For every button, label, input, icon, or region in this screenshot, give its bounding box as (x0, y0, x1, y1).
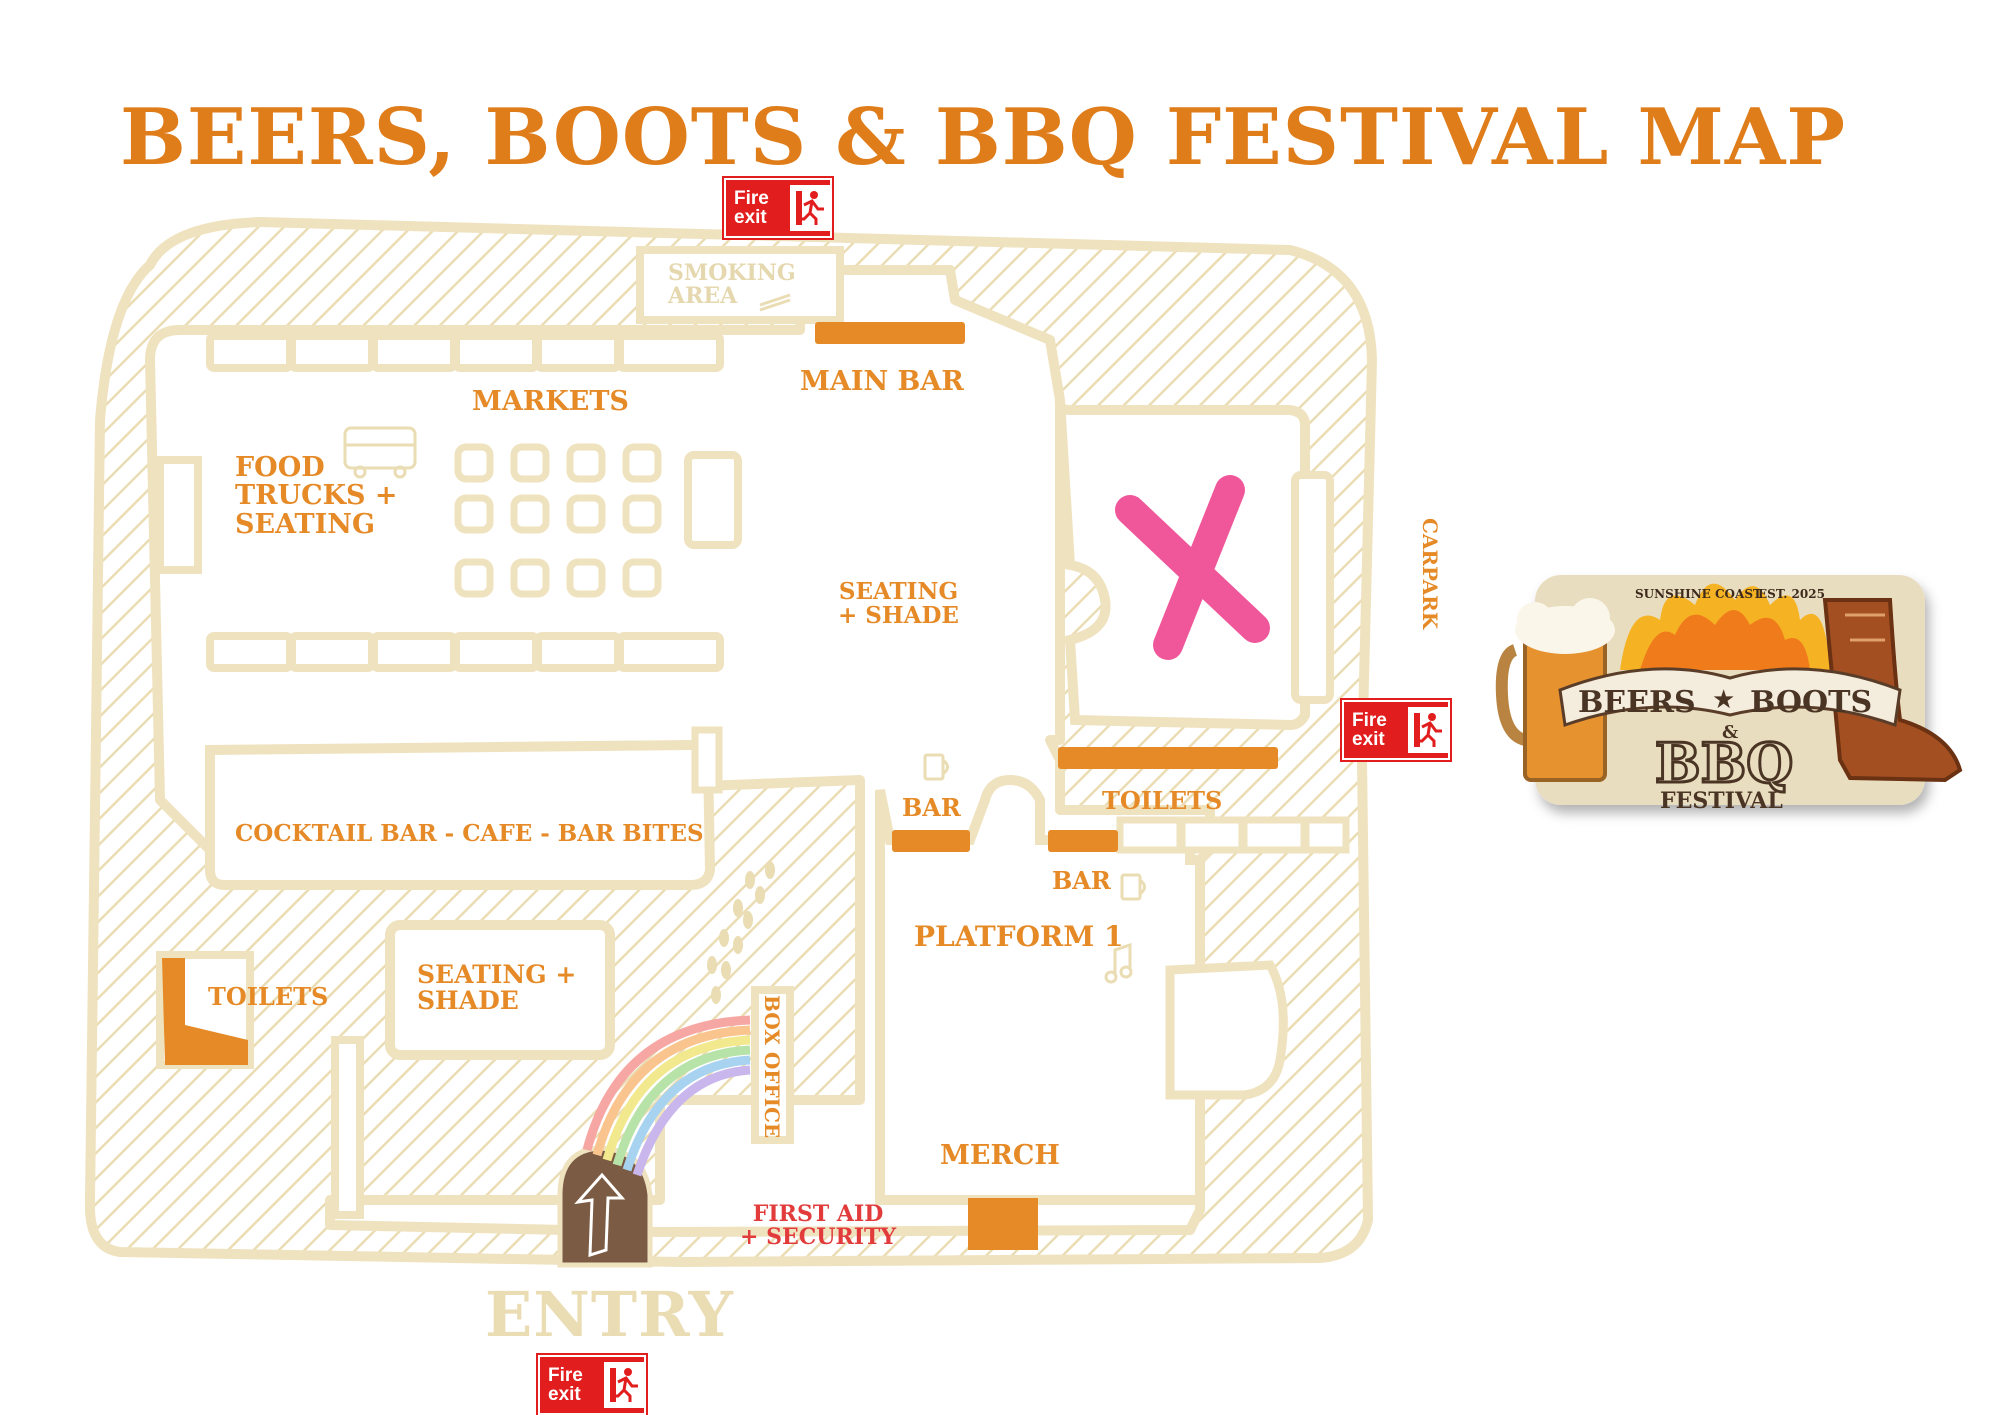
label-seating-shade-center: SEATING + SHADE (838, 578, 959, 630)
label-bar-right: BAR (1052, 866, 1111, 895)
bar-marker-right (1048, 830, 1118, 852)
label-merch: MERCH (940, 1140, 1060, 1171)
footprints-icon (707, 861, 775, 1004)
lower-seating-block (385, 920, 615, 1060)
seating-tables (454, 443, 662, 598)
markets-stalls-bottom (206, 632, 724, 672)
fire-exit-line2: exit (1352, 729, 1385, 750)
entry-arrow-icon (574, 1172, 626, 1258)
label-carpark: CARPARK (1418, 518, 1442, 630)
label-smoking-area: SMOKING AREA (668, 260, 796, 310)
beer-mug-icon (1495, 598, 1615, 782)
logo-est: EST. 2025 (1758, 587, 1825, 601)
label-entry: ENTRY (485, 1278, 734, 1351)
markets-stalls-top (206, 332, 724, 372)
music-note-icon (1104, 942, 1133, 984)
logo-boots: BOOTS (1750, 685, 1872, 720)
label-platform-1: PLATFORM 1 (914, 920, 1124, 953)
rainbow-arch (582, 1015, 751, 1177)
logo-festival: FESTIVAL (1660, 788, 1783, 814)
logo-bbq: BBQ (1655, 731, 1793, 795)
label-bar-left: BAR (902, 793, 961, 822)
beer-mug-icon (923, 753, 1146, 901)
running-man-icon (1408, 707, 1448, 753)
logo-star-icon: ★ (1712, 685, 1735, 715)
food-truck-bay-right (684, 451, 742, 549)
left-toilets-marker (162, 958, 248, 1065)
cigarette-icon (759, 293, 791, 312)
food-truck-bay-left (156, 456, 202, 574)
running-man-icon (604, 1362, 644, 1408)
bar-marker-left (892, 830, 970, 852)
label-markets: MARKETS (472, 386, 629, 417)
logo-amp: & (1722, 722, 1738, 743)
cocktail-bar-block (205, 739, 716, 890)
label-toilets-left: TOILETS (208, 982, 329, 1011)
smoking-area-box (636, 246, 844, 324)
label-cocktail-bar: COCKTAIL BAR - CAFE - BAR BITES (235, 820, 704, 847)
label-toilets-right: TOILETS (1102, 786, 1223, 815)
label-box-office: BOX OFFICE (760, 995, 784, 1139)
label-main-bar: MAIN BAR (800, 366, 964, 397)
label-seating-shade-lower: SEATING + SHADE (417, 960, 577, 1016)
label-food-trucks: FOOD TRUCKS + SEATING (235, 452, 398, 540)
flames-icon (1620, 583, 1830, 670)
label-first-aid: FIRST AID + SECURITY (740, 1201, 897, 1251)
fire-exit-line1: Fire (1352, 710, 1387, 731)
fire-exit-line1: Fire (548, 1365, 583, 1386)
toilets-marker-right (1058, 747, 1278, 769)
logo-sunshine-coast: SUNSHINE COAST (1635, 587, 1762, 601)
pink-x-marker (1115, 475, 1270, 660)
toilet-stalls-right (1116, 816, 1350, 854)
merch-marker (968, 1198, 1038, 1250)
fire-exit-line1: Fire (734, 188, 769, 209)
map-title: BEERS, BOOTS & BBQ FESTIVAL MAP (120, 92, 1847, 183)
box-office-booth (751, 986, 794, 1144)
food-truck-icon (343, 426, 417, 479)
fire-exit-line2: exit (734, 207, 767, 228)
logo-beers: BEERS (1578, 685, 1696, 720)
festival-logo: SUNSHINE COAST EST. 2025 BEERS ★ BOOTS &… (1495, 575, 1963, 814)
running-man-icon (790, 185, 830, 231)
fire-exit-line2: exit (548, 1384, 581, 1405)
main-bar-marker (815, 322, 965, 344)
